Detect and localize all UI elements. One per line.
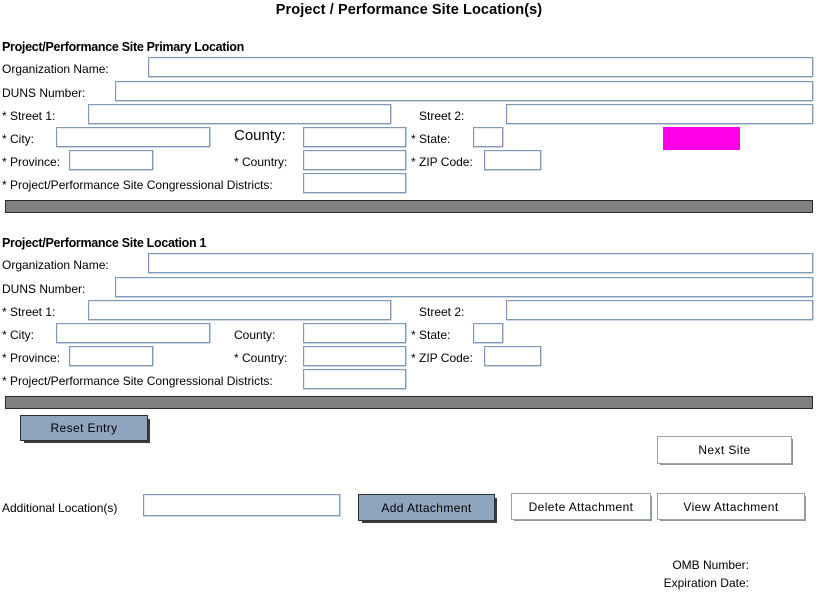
label-street1-1: * Street 1: [2, 109, 56, 123]
reset-entry-label: Reset Entry [50, 421, 118, 435]
view-attachment-button[interactable]: View Attachment [657, 493, 805, 520]
input-street2-1[interactable] [506, 104, 813, 124]
input-zip-code-1[interactable] [484, 150, 541, 170]
section-separator-1 [5, 200, 813, 213]
label-country-1: * Country: [234, 155, 288, 169]
label-county-2: County: [234, 328, 276, 342]
section-heading-location-1: Project/Performance Site Location 1 [2, 236, 207, 250]
input-province-1[interactable] [69, 150, 153, 170]
label-street2-2: Street 2: [419, 305, 465, 319]
input-province-2[interactable] [69, 346, 153, 366]
label-street2-1: Street 2: [419, 109, 465, 123]
label-city-2: * City: [2, 328, 35, 342]
reset-entry-button[interactable]: Reset Entry [20, 415, 148, 441]
input-city-1[interactable] [56, 127, 210, 147]
page-title: Project / Performance Site Location(s) [275, 2, 543, 18]
add-attachment-button[interactable]: Add Attachment [358, 494, 495, 521]
label-street1-2: * Street 1: [2, 305, 56, 319]
input-street1-2[interactable] [88, 300, 391, 320]
label-county-1: County: [234, 127, 286, 144]
label-zip-code-2: * ZIP Code: [411, 351, 473, 365]
input-congressional-districts-2[interactable] [303, 369, 406, 389]
input-country-2[interactable] [303, 346, 406, 366]
view-attachment-label: View Attachment [683, 499, 779, 514]
input-state-1[interactable] [473, 127, 503, 147]
input-duns-number-1[interactable] [115, 81, 813, 101]
omb-number-label: OMB Number: [672, 558, 749, 572]
input-additional-locations[interactable] [143, 494, 340, 516]
label-state-2: * State: [411, 328, 451, 342]
section-heading-primary-location: Project/Performance Site Primary Locatio… [2, 40, 244, 54]
add-attachment-label: Add Attachment [381, 500, 472, 515]
label-congressional-districts-2: * Project/Performance Site Congressional… [2, 374, 273, 388]
label-duns-number-2: DUNS Number: [2, 282, 86, 296]
expiration-date-label: Expiration Date: [663, 576, 749, 590]
input-country-1[interactable] [303, 150, 406, 170]
input-congressional-districts-1[interactable] [303, 173, 406, 193]
input-duns-number-2[interactable] [115, 277, 813, 297]
delete-attachment-label: Delete Attachment [528, 499, 634, 514]
input-county-2[interactable] [303, 323, 406, 343]
input-zip-code-2[interactable] [484, 346, 541, 366]
input-organization-name-1[interactable] [148, 57, 813, 77]
state-field-highlight [663, 127, 740, 150]
delete-attachment-button[interactable]: Delete Attachment [511, 493, 651, 520]
label-organization-name-1: Organization Name: [2, 62, 109, 76]
input-city-2[interactable] [56, 323, 210, 343]
input-state-2[interactable] [473, 323, 503, 343]
label-additional-locations: Additional Location(s) [2, 501, 118, 515]
label-congressional-districts-1: * Project/Performance Site Congressional… [2, 178, 273, 192]
next-site-label: Next Site [698, 443, 751, 457]
input-county-1[interactable] [303, 127, 406, 147]
label-province-1: * Province: [2, 155, 61, 169]
label-organization-name-2: Organization Name: [2, 258, 109, 272]
input-street1-1[interactable] [88, 104, 391, 124]
label-duns-number-1: DUNS Number: [2, 86, 86, 100]
section-separator-2 [5, 396, 813, 409]
label-city-1: * City: [2, 132, 35, 146]
input-organization-name-2[interactable] [148, 253, 813, 273]
label-province-2: * Province: [2, 351, 61, 365]
label-country-2: * Country: [234, 351, 288, 365]
next-site-button[interactable]: Next Site [657, 436, 792, 464]
input-street2-2[interactable] [506, 300, 813, 320]
label-zip-code-1: * ZIP Code: [411, 155, 473, 169]
label-state-1: * State: [411, 132, 451, 146]
